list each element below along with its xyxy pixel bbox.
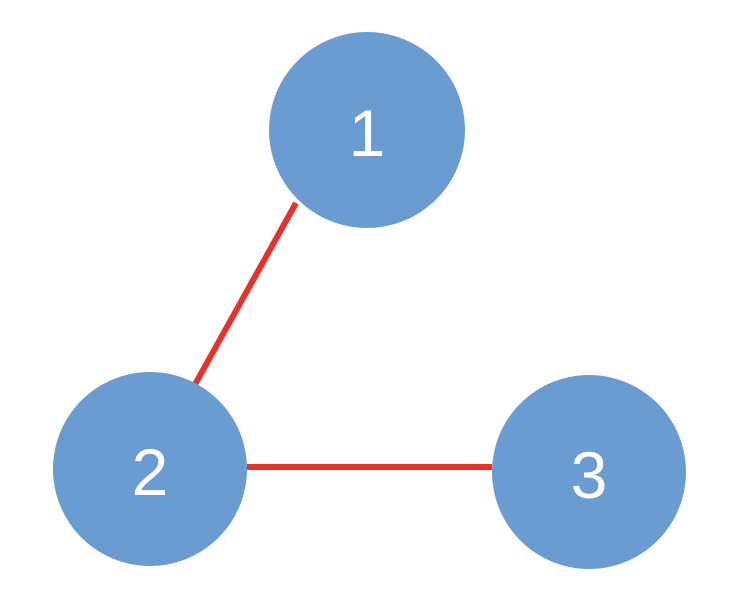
node-layer: 1 2 3 — [53, 32, 686, 569]
node-3-circle[interactable] — [492, 375, 686, 569]
node-3[interactable]: 3 — [492, 375, 686, 569]
node-1[interactable]: 1 — [269, 32, 465, 228]
node-1-circle[interactable] — [269, 32, 465, 228]
node-2[interactable]: 2 — [53, 372, 247, 566]
edge-1-2[interactable] — [190, 201, 299, 390]
node-2-label: 2 — [132, 435, 169, 509]
node-2-circle[interactable] — [53, 372, 247, 566]
node-3-label: 3 — [571, 438, 608, 512]
edge-layer — [190, 201, 492, 470]
node-1-label: 1 — [349, 96, 386, 170]
